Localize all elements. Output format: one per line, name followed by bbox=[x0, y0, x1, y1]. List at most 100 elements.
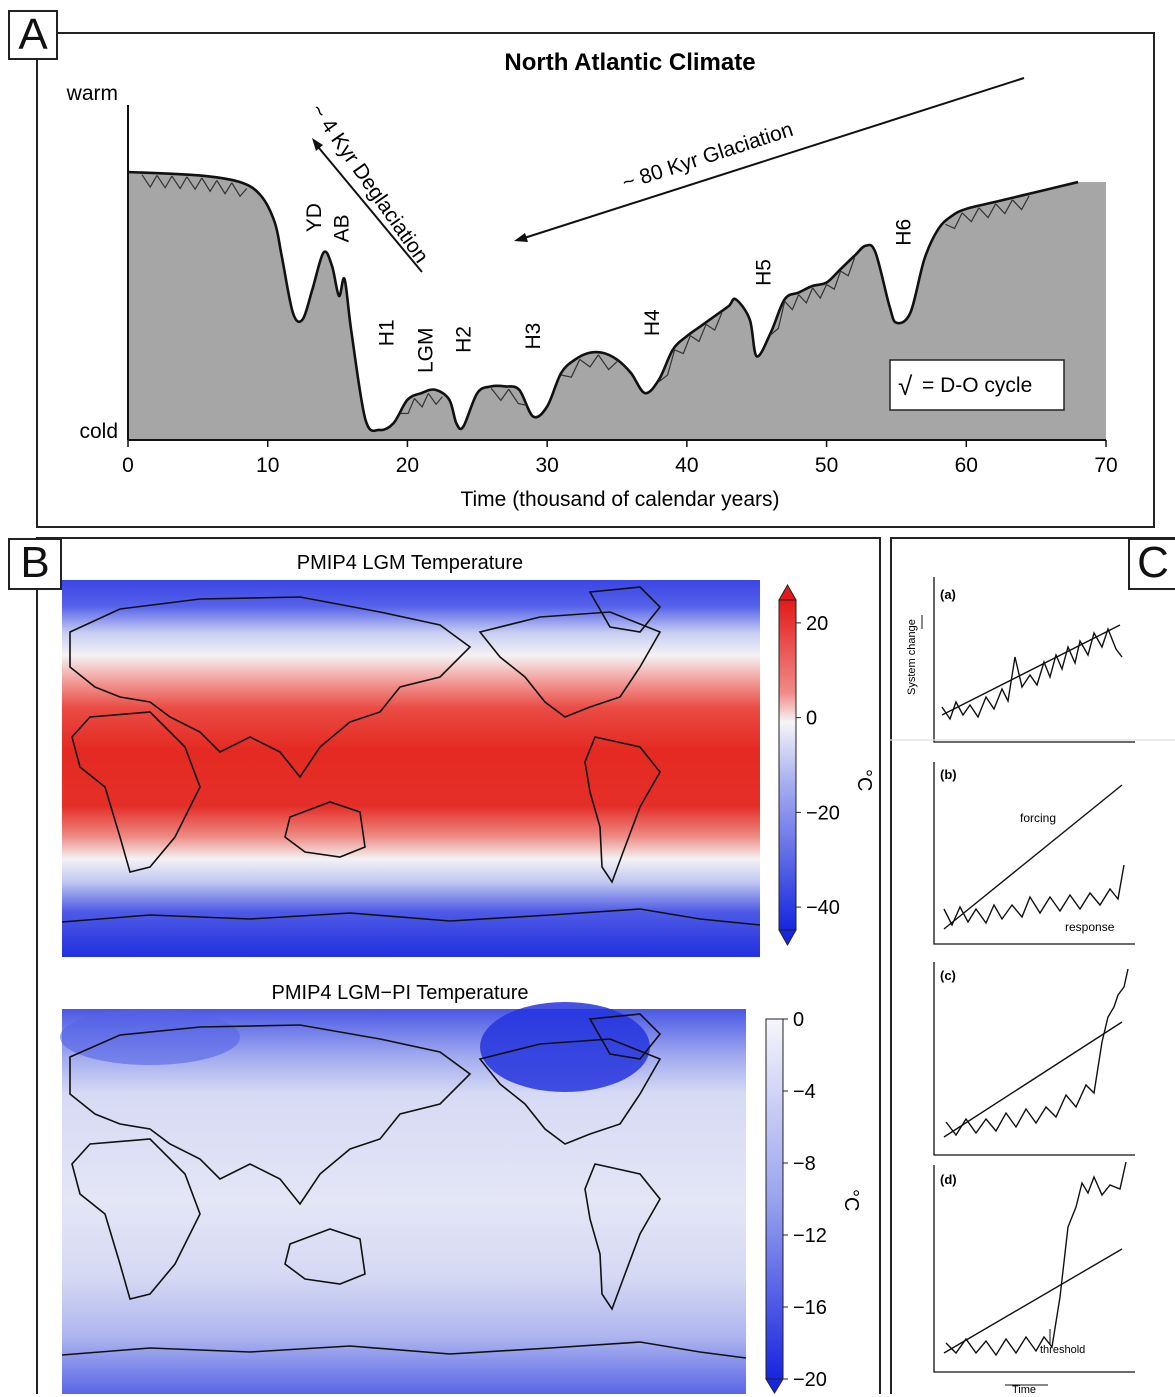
event-label: H4 bbox=[641, 309, 664, 336]
event-label: H6 bbox=[892, 219, 915, 246]
map1-north-america bbox=[478, 611, 662, 718]
do-cycle-marks bbox=[141, 174, 1030, 415]
legend-box bbox=[889, 359, 1065, 411]
c-c-axes bbox=[933, 962, 1135, 1156]
colorbar-tick-label: −40 bbox=[806, 897, 840, 919]
map2-africa bbox=[71, 1138, 201, 1300]
event-label: H3 bbox=[522, 323, 545, 350]
x-tick-label: 50 bbox=[815, 454, 838, 477]
panel-b-maps: PMIP4 LGM Temperature 200−20−40 °C PMIP4… bbox=[60, 552, 875, 1394]
colorbar2-bottom-cap bbox=[765, 1378, 784, 1394]
event-label: AB bbox=[331, 214, 354, 242]
map1-field bbox=[62, 580, 760, 957]
c-d-forcing bbox=[943, 1248, 1123, 1354]
glaciation-arrow bbox=[517, 77, 1025, 241]
y-label-warm: warm bbox=[66, 82, 118, 105]
map2-cold-patch bbox=[480, 1002, 650, 1092]
c-b-response bbox=[943, 864, 1125, 927]
do-cycle-mark bbox=[141, 174, 248, 198]
map2-field bbox=[62, 1009, 746, 1394]
colorbar-tick-label: −8 bbox=[793, 1153, 816, 1175]
x-tick-label: 30 bbox=[535, 454, 558, 477]
event-label: H5 bbox=[753, 259, 776, 286]
area-layer bbox=[127, 170, 1106, 440]
deglaciation-arrow bbox=[313, 141, 423, 273]
panel-c-tag: C bbox=[1128, 538, 1175, 590]
c-a-label: (a) bbox=[940, 587, 956, 602]
colorbar-tick-label: 0 bbox=[793, 1009, 804, 1031]
c-d-response bbox=[945, 1161, 1127, 1357]
colorbar1-bottom-cap bbox=[778, 929, 797, 947]
do-cycle-mark bbox=[490, 388, 527, 406]
x-tick-label: 20 bbox=[396, 454, 419, 477]
c-forcing-label: forcing bbox=[1020, 811, 1056, 825]
x-tick-label: 0 bbox=[122, 454, 134, 477]
climate-curve bbox=[127, 170, 1079, 433]
c-c-forcing bbox=[943, 1021, 1123, 1138]
event-label: H2 bbox=[452, 326, 475, 353]
c-time-label: Time bbox=[1012, 1384, 1036, 1394]
do-cycle-mark bbox=[560, 354, 618, 378]
c-threshold-label: threshold bbox=[1040, 1344, 1085, 1356]
do-cycle-mark bbox=[400, 393, 443, 415]
c-c-response bbox=[945, 968, 1129, 1137]
colorbar-tick-label: −12 bbox=[793, 1225, 827, 1247]
legend-glyph: √ bbox=[898, 371, 913, 401]
colorbar2-ticks: 0 −4 −8 −12 −16 −20 bbox=[783, 1009, 827, 1391]
c-d-label: (d) bbox=[940, 1172, 957, 1187]
x-tick-label: 40 bbox=[675, 454, 698, 477]
x-tick-label: 10 bbox=[256, 454, 279, 477]
event-label: LGM bbox=[415, 327, 438, 373]
c-c-label: (c) bbox=[940, 968, 956, 983]
c-b-forcing bbox=[943, 784, 1123, 930]
legend-text: = D-O cycle bbox=[922, 374, 1032, 397]
map1-australia bbox=[284, 801, 366, 858]
map2-continents bbox=[61, 1013, 747, 1359]
map2-australia bbox=[284, 1228, 366, 1285]
deglaciation-label: ~ 4 Kyr Deglaciation bbox=[306, 100, 433, 268]
map2-greenland bbox=[588, 1013, 662, 1060]
glaciation-label: ~ 80 Kyr Glaciation bbox=[619, 118, 795, 195]
map2-south-america bbox=[584, 1163, 661, 1311]
map1-continents bbox=[61, 586, 761, 926]
c-b-axes bbox=[933, 762, 1135, 945]
area-fill bbox=[128, 172, 1106, 440]
colorbar-tick-label: 0 bbox=[806, 708, 817, 730]
c-a-axes bbox=[933, 577, 1135, 743]
panel-c bbox=[890, 537, 1175, 1394]
event-label: YD bbox=[303, 203, 326, 232]
panel-b-tag: B bbox=[8, 538, 62, 590]
map2-eurasia bbox=[69, 1024, 472, 1206]
map1-south-america bbox=[584, 736, 661, 884]
x-axis-label: Time (thousand of calendar years) bbox=[460, 488, 779, 511]
c-lines bbox=[941, 624, 1129, 1386]
do-cycle-mark bbox=[770, 257, 856, 336]
panel-a-tag: A bbox=[8, 10, 58, 60]
colorbar-tick-label: −4 bbox=[793, 1081, 816, 1103]
x-tick-label: 70 bbox=[1094, 454, 1117, 477]
panel-c-schematic: (a) (b) (c) (d) System change forcing re… bbox=[890, 577, 1175, 1394]
c-ylabel: System change bbox=[906, 619, 918, 695]
map1-title: PMIP4 LGM Temperature bbox=[297, 552, 523, 574]
map2-antarctica bbox=[61, 1341, 747, 1359]
c-d-axes bbox=[933, 1165, 1135, 1373]
colorbar-tick-label: −20 bbox=[793, 1369, 827, 1391]
map2-cold-patch-eurasia bbox=[60, 1009, 240, 1065]
do-cycle-mark bbox=[658, 312, 723, 383]
colorbar1-ticks: 200−20−40 bbox=[796, 613, 840, 919]
map1-antarctica bbox=[61, 908, 761, 926]
map1-africa bbox=[71, 711, 201, 873]
event-label: H1 bbox=[375, 319, 398, 346]
do-cycle-mark bbox=[945, 195, 1030, 230]
colorbar-tick-label: −20 bbox=[806, 802, 840, 824]
glaciation-arrowhead bbox=[514, 233, 528, 242]
c-b-label: (b) bbox=[940, 767, 957, 782]
colorbar2 bbox=[765, 1018, 784, 1380]
c-a-response bbox=[941, 626, 1123, 721]
map2-north-america bbox=[478, 1038, 662, 1145]
colorbar-tick-label: −16 bbox=[793, 1297, 827, 1319]
panel-a-title: North Atlantic Climate bbox=[504, 49, 755, 76]
